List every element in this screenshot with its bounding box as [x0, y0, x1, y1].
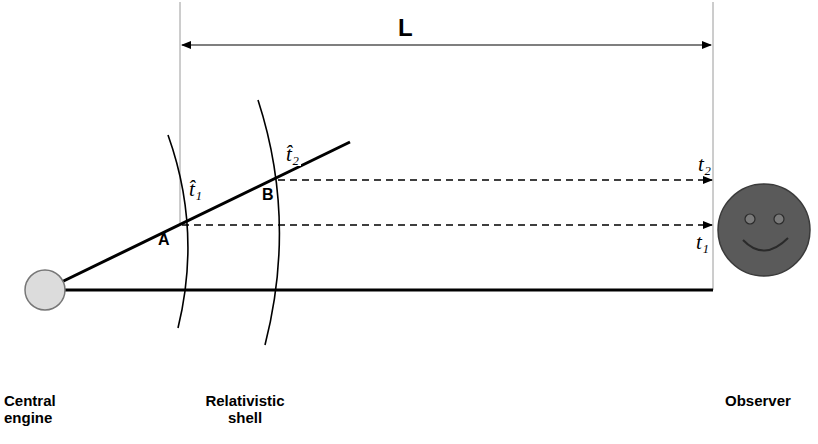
point-label: B [262, 186, 274, 204]
photon-arrow [182, 224, 712, 226]
part-label: Central engine [4, 393, 84, 426]
central-engine [25, 270, 65, 310]
observer-eye [774, 214, 784, 224]
point-label: A [158, 231, 170, 249]
time-label: t̂₁ [187, 178, 204, 201]
time-label: t₂ [698, 153, 711, 176]
time-label: t₁ [696, 231, 709, 254]
part-label: Relativistic shell [190, 393, 300, 426]
part-label: Observer [725, 393, 791, 410]
observer-face [718, 184, 810, 276]
jet-line [45, 142, 350, 290]
photon-arrow [278, 179, 712, 181]
axis-line [45, 289, 713, 292]
shell-arc [168, 135, 188, 328]
observer-eye [745, 214, 755, 224]
guide-line [713, 2, 714, 290]
dimension-arrow [182, 44, 711, 45]
time-label: t̂₂ [284, 143, 301, 166]
shell-arc [258, 100, 279, 345]
observer-smile [743, 238, 788, 251]
guide-line [180, 2, 181, 225]
dimension-label: L [398, 15, 413, 41]
